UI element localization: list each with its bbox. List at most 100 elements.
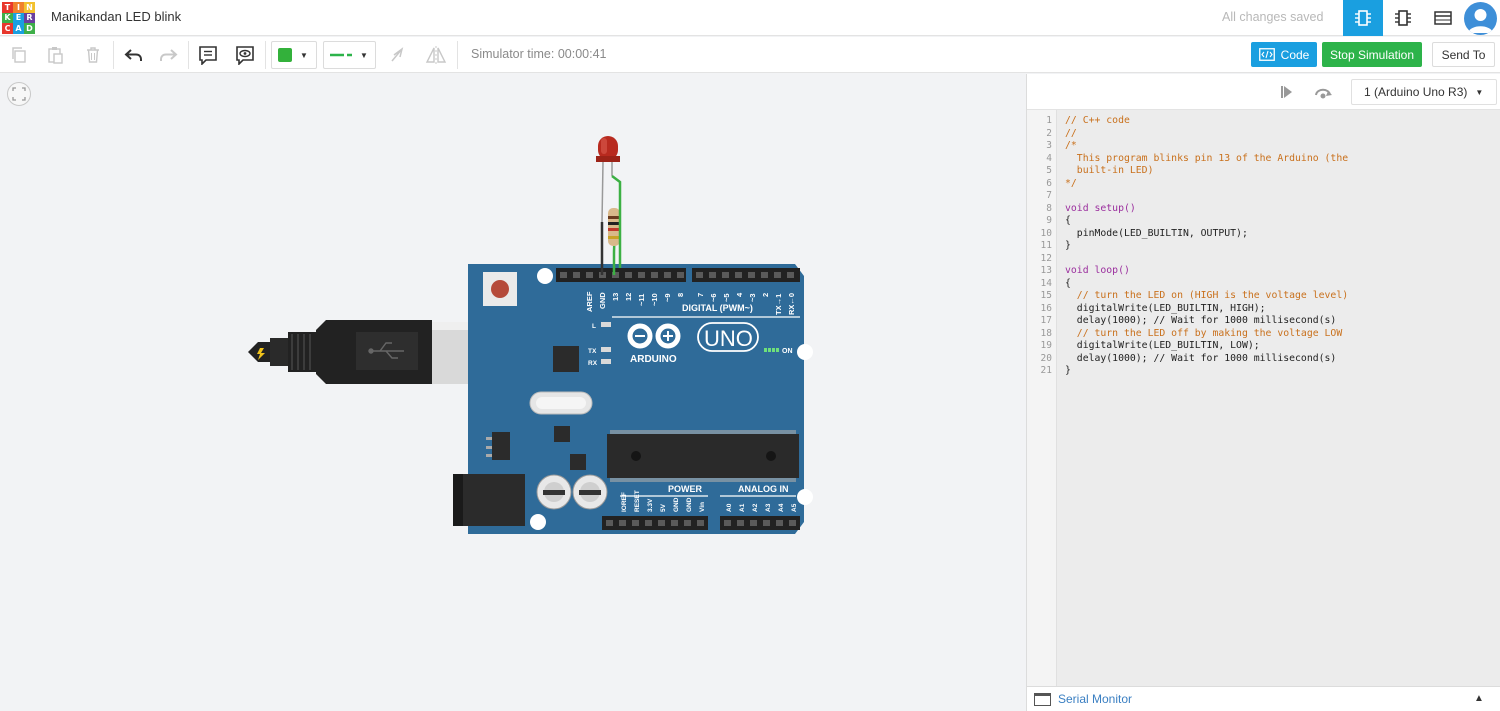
list-icon: [1434, 11, 1452, 25]
digital-pwm-label: DIGITAL (PWM~): [682, 303, 753, 313]
red-led[interactable]: [596, 136, 622, 268]
line-number: 13: [1040, 265, 1052, 276]
pin-label: A3: [765, 503, 772, 512]
top-bar: T I N K E R C A D Manikandan LED blink A…: [0, 0, 1500, 36]
line-number: 5: [1046, 165, 1052, 176]
line-number: 15: [1040, 290, 1052, 301]
power-label: POWER: [668, 484, 703, 494]
schematic-view-button[interactable]: [1383, 0, 1423, 36]
arduino-uno-board[interactable]: AREF GND 13 12 ~11 ~10 ~9 8 7 ~6 ~5 4 ~3…: [453, 264, 813, 534]
rotate-icon: [391, 47, 404, 62]
code-button[interactable]: Code: [1251, 42, 1317, 67]
tinkercad-logo[interactable]: T I N K E R C A D: [2, 2, 35, 34]
paste-button[interactable]: [41, 41, 69, 69]
paste-icon: [48, 47, 63, 64]
pin-label: ~3: [748, 293, 757, 302]
pin-label: RX←0: [787, 293, 796, 315]
delete-button[interactable]: [79, 41, 107, 69]
logo-letter: I: [13, 2, 24, 13]
pin-label: 7: [696, 293, 705, 297]
circuit-view-button[interactable]: [1343, 0, 1383, 36]
logo-letter: D: [24, 23, 35, 34]
flip-button[interactable]: [422, 41, 450, 69]
line-number: 10: [1040, 227, 1052, 239]
line-number-gutter: 1 2 3 4 5 6 7 8 9 10 11 12 13 14 15 16 1…: [1027, 110, 1057, 686]
undo-button[interactable]: [119, 41, 147, 69]
editor-toolbar: ▼ ▼ Simulator time: 00:00:41 Code Stop S…: [0, 37, 1500, 73]
serial-monitor-bar[interactable]: Serial Monitor ▲: [1027, 686, 1500, 711]
pin-label: ~9: [663, 293, 672, 302]
toolbar-divider: [188, 41, 189, 69]
usb-chip: [553, 346, 579, 372]
debugger-icon[interactable]: [1313, 83, 1333, 101]
pin-label: 4: [735, 292, 744, 297]
pin-label: TX→1: [774, 294, 783, 315]
pin-label: RESET: [634, 490, 641, 512]
pin-label: A0: [726, 503, 733, 512]
stop-simulation-button[interactable]: Stop Simulation: [1322, 42, 1422, 67]
uno-model-label: UNO: [704, 326, 753, 351]
circuit-drawing: AREF GND 13 12 ~11 ~10 ~9 8 7 ~6 ~5 4 ~3…: [248, 136, 813, 534]
step-over-icon[interactable]: [1279, 83, 1297, 101]
power-jack[interactable]: [453, 474, 525, 526]
code-editor[interactable]: 1 2 3 4 5 6 7 8 9 10 11 12 13 14 15 16 1…: [1027, 110, 1500, 686]
line-number: 20: [1040, 352, 1052, 364]
code-line: delay(1000); // Wait for 1000 millisecon…: [1065, 315, 1337, 326]
rotate-button[interactable]: [384, 41, 412, 69]
line-number: 4: [1046, 152, 1052, 164]
user-avatar[interactable]: [1464, 2, 1497, 35]
code-line: pinMode(LED_BUILTIN, OUTPUT);: [1065, 227, 1248, 239]
code-line: digitalWrite(LED_BUILTIN, HIGH);: [1065, 302, 1266, 314]
copy-button[interactable]: [5, 41, 33, 69]
pin-label: ~10: [650, 293, 659, 306]
code-line: // C++ code: [1065, 115, 1130, 126]
schematic-icon: [1395, 10, 1411, 26]
undo-icon: [124, 49, 142, 61]
line-number: 11: [1040, 240, 1052, 251]
wire-color-icon: [330, 53, 352, 57]
trash-icon: [87, 47, 99, 63]
wire-style-dropdown[interactable]: ▼: [323, 41, 376, 69]
toolbar-divider: [457, 41, 458, 69]
tx-led-label: TX: [588, 348, 597, 355]
fill-color-swatch: [278, 48, 292, 62]
component-list-button[interactable]: [1423, 0, 1463, 36]
code-line: // turn the LED off by making the voltag…: [1065, 327, 1343, 339]
send-to-button[interactable]: Send To: [1432, 42, 1495, 67]
line-number: 19: [1040, 340, 1052, 351]
pin-label: Vin: [699, 502, 706, 512]
line-number: 6: [1046, 177, 1052, 189]
resistor[interactable]: [608, 208, 620, 246]
pin-label: IOREF: [621, 492, 628, 512]
circuit-canvas[interactable]: AREF GND 13 12 ~11 ~10 ~9 8 7 ~6 ~5 4 ~3…: [0, 74, 1026, 711]
device-select-value: 1 (Arduino Uno R3): [1364, 85, 1468, 99]
fit-view-button[interactable]: [7, 82, 31, 106]
pin-label: 8: [676, 293, 685, 297]
pin-label: 2: [761, 293, 770, 297]
logo-letter: R: [24, 12, 35, 23]
redo-icon: [160, 49, 178, 61]
usb-symbol-icon: [368, 342, 404, 359]
pin-label: ~11: [637, 294, 646, 306]
fill-color-dropdown[interactable]: ▼: [271, 41, 317, 69]
rx-led: [601, 359, 611, 364]
project-title[interactable]: Manikandan LED blink: [51, 9, 182, 24]
pin-label: ~5: [722, 293, 731, 302]
redo-button[interactable]: [155, 41, 183, 69]
code-line: {: [1065, 277, 1071, 289]
code-line: /*: [1065, 140, 1077, 151]
digital-header: [556, 268, 800, 282]
toolbar-divider: [113, 41, 114, 69]
reset-button[interactable]: [483, 272, 517, 306]
toolbar-divider: [265, 41, 266, 69]
toggle-notes-button[interactable]: [231, 41, 259, 69]
pin-label: AREF: [585, 291, 594, 312]
serial-monitor-label[interactable]: Serial Monitor: [1058, 692, 1133, 706]
chevron-down-icon: ▼: [300, 50, 308, 60]
caret-up-icon[interactable]: ▲: [1474, 693, 1484, 704]
notes-button[interactable]: [194, 41, 222, 69]
serial-monitor-icon: [1034, 693, 1051, 706]
line-number: 1: [1046, 115, 1052, 126]
device-select[interactable]: 1 (Arduino Uno R3) ▼: [1351, 79, 1497, 105]
simulator-time: Simulator time: 00:00:41: [471, 47, 607, 61]
